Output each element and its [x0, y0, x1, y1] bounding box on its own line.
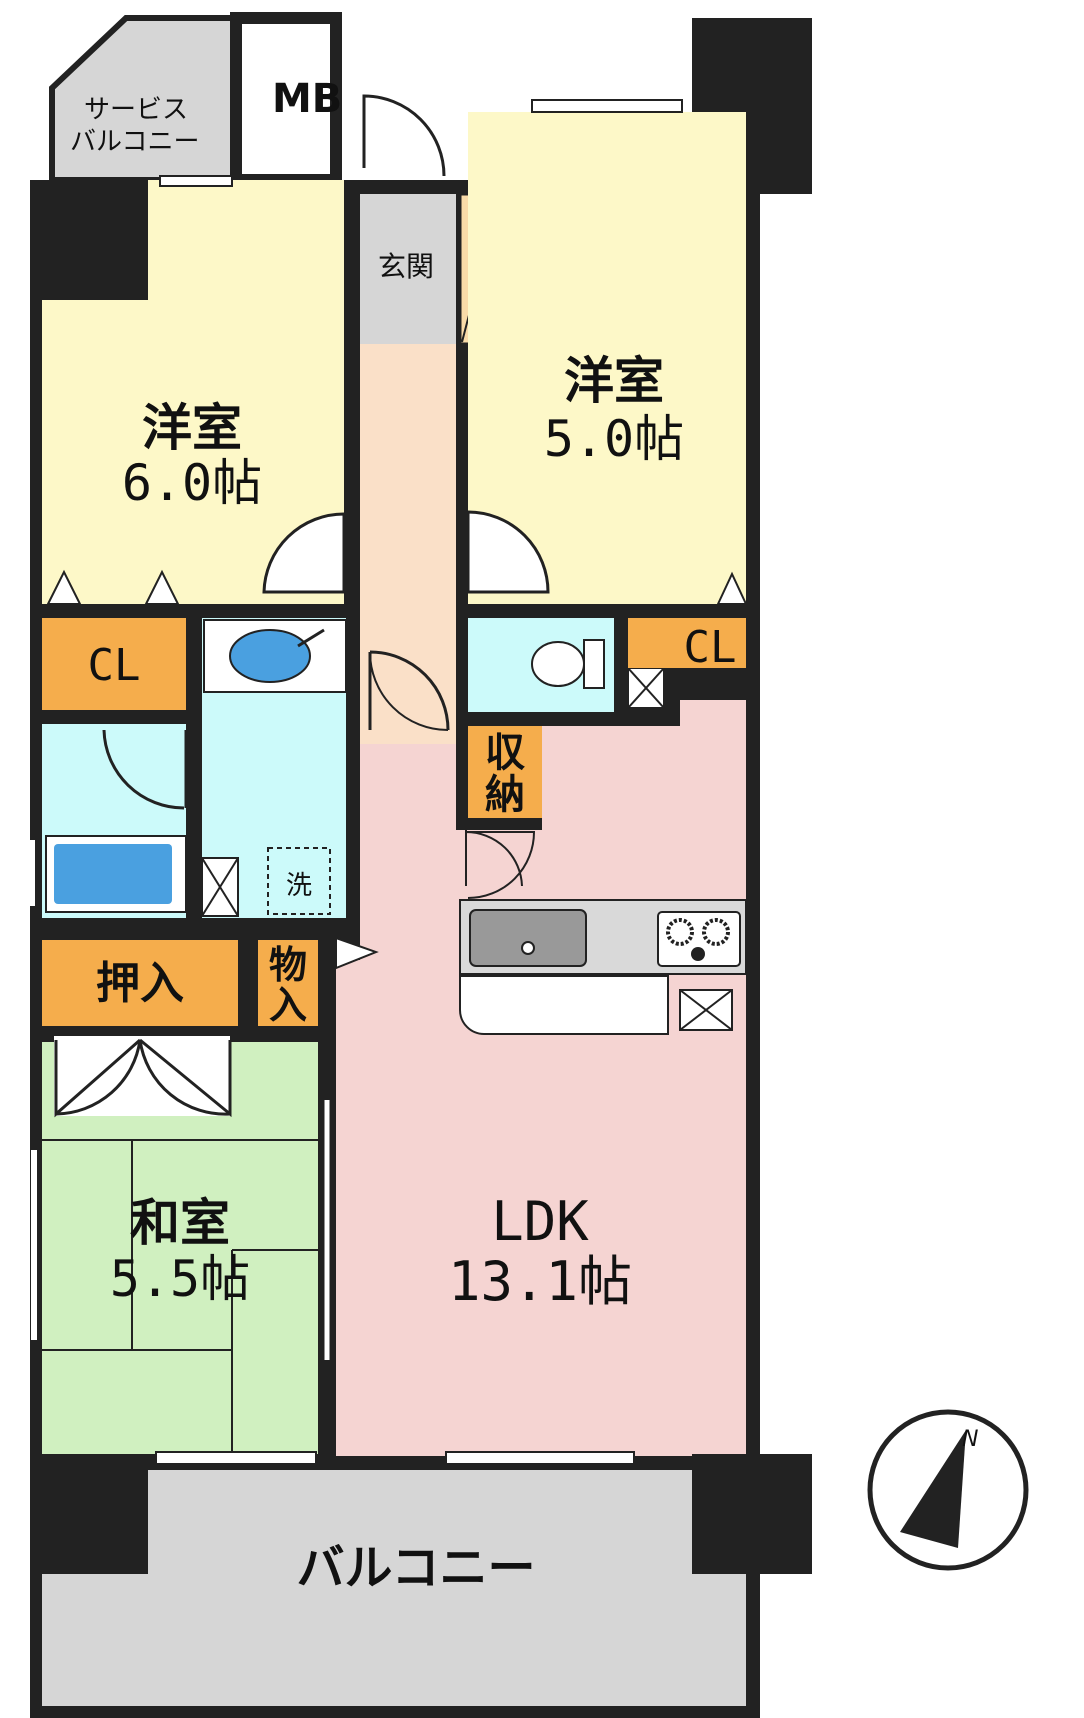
closet-right — [628, 618, 746, 668]
wall-column-bottom-left — [30, 1454, 148, 1574]
toilet-vent-x2 — [627, 667, 665, 709]
monoire-door-marker — [335, 936, 379, 970]
burner-right-icon — [702, 918, 730, 946]
western-room-1-name: 洋室 — [142, 399, 242, 457]
bathtub-basin — [54, 844, 172, 904]
storage-label-2: 納 — [485, 772, 525, 818]
wall-column-bottom-right — [692, 1454, 812, 1574]
monoire-closet — [258, 940, 318, 1026]
compass-needle-icon — [900, 1430, 966, 1548]
western-room-1-size: 6.0帖 — [122, 454, 262, 512]
storage-label-1: 収 — [485, 730, 525, 776]
western-room-2-window — [531, 99, 683, 113]
balcony-floor — [42, 1470, 746, 1706]
washer-label: 洗 — [286, 871, 312, 901]
sink-icon — [229, 629, 311, 683]
entrance-door-swing — [362, 94, 446, 177]
ldk-name: LDK — [491, 1190, 589, 1253]
western-room-2-name: 洋室 — [564, 352, 664, 410]
western-room-2-size: 5.0帖 — [544, 410, 684, 468]
burner-small-icon — [691, 947, 705, 961]
compass-north-label: N — [962, 1427, 978, 1452]
kitchen-drain-icon — [521, 941, 535, 955]
balcony-label: バルコニー — [296, 1540, 535, 1596]
hallway-floor — [360, 344, 456, 744]
closet-left-label: CL — [88, 640, 141, 691]
storage-door-swing — [465, 830, 536, 899]
western-room-1-floor — [42, 180, 344, 604]
closet-right-label: CL — [684, 622, 737, 673]
western-room-1-window — [159, 175, 233, 187]
monoire-label-2: 入 — [269, 983, 307, 1027]
bathroom-door-arc — [102, 729, 185, 810]
service-balcony-label-2: バルコニー — [70, 127, 199, 157]
closet-door-marker-1 — [46, 569, 82, 605]
wall-column-top-left — [30, 180, 148, 300]
closet-door-marker-3 — [716, 571, 748, 605]
ldk-floor — [336, 700, 746, 1456]
closet-door-marker-2 — [144, 569, 180, 605]
japanese-room-name: 和室 — [130, 1194, 230, 1252]
oshiire-label: 押入 — [96, 958, 184, 1009]
ldk-size: 13.1帖 — [448, 1250, 632, 1313]
japanese-room-size: 5.5帖 — [110, 1250, 250, 1308]
entrance-floor — [360, 194, 456, 344]
closet-left — [42, 618, 186, 710]
western-room-1-door-swing — [262, 512, 346, 594]
western-room-2-door-swing — [466, 510, 550, 594]
kitchen-sink-icon — [469, 909, 587, 967]
monoire-label-1: 物 — [269, 943, 307, 987]
kitchen-peninsula — [459, 975, 669, 1035]
western-room-2-floor-top — [520, 112, 690, 194]
toilet-tank-icon — [583, 639, 605, 689]
hallway-door-swing-2 — [369, 651, 449, 731]
oshiire-fusuma-arc — [55, 1039, 231, 1116]
storage-closet — [468, 726, 542, 818]
oshiire-closet — [42, 940, 238, 1026]
bathroom-vent-x2 — [201, 857, 239, 917]
meter-box-label: MB — [272, 76, 342, 122]
kitchen-vent-x2 — [679, 989, 733, 1031]
faucet-icon — [297, 628, 325, 648]
japanese-room-balcony-window — [155, 1451, 317, 1465]
hallway-door-swing — [368, 650, 450, 731]
washer-space — [267, 847, 331, 915]
burner-left-icon — [666, 918, 694, 946]
ldk-balcony-window — [445, 1451, 635, 1465]
service-balcony-label-1: サービス — [84, 95, 188, 125]
toilet-bowl-icon — [531, 641, 585, 687]
entrance-label: 玄関 — [378, 250, 434, 283]
